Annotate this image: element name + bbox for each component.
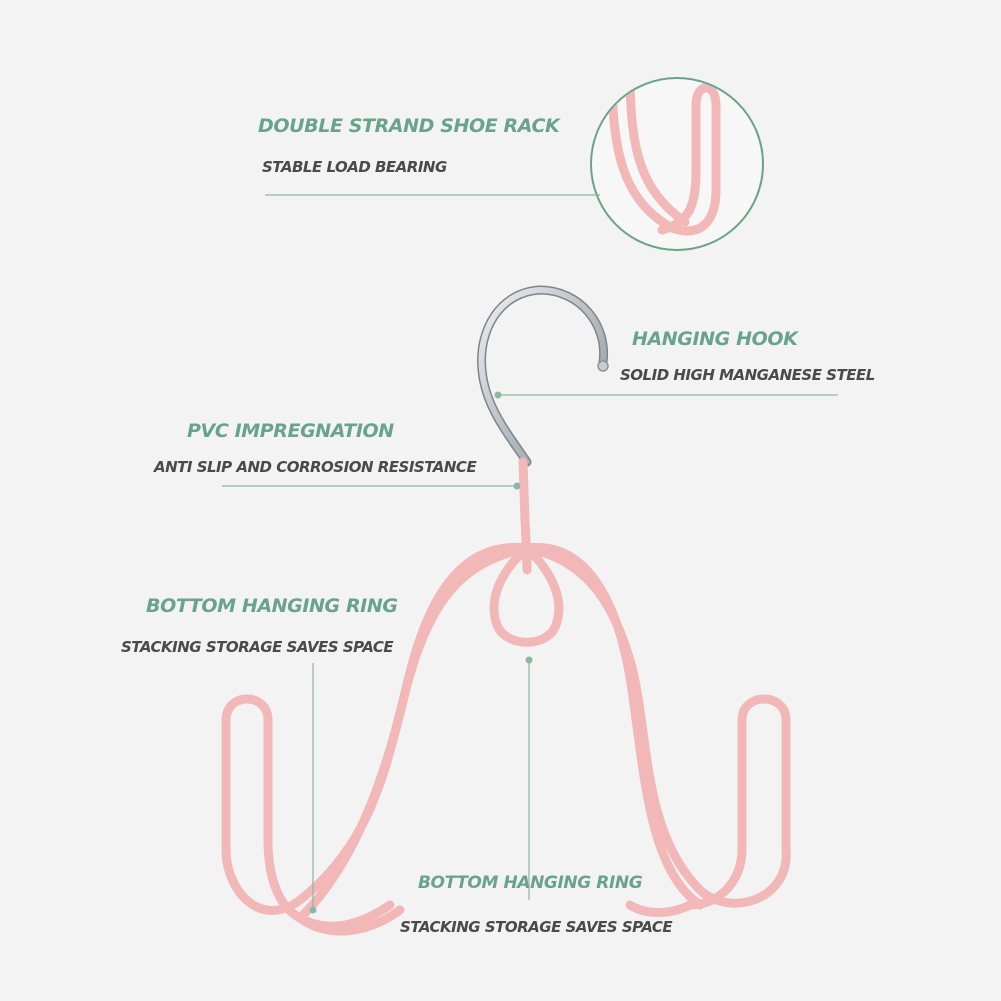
shoe-hanger-icon <box>221 457 791 936</box>
hanging-hook-title: HANGING HOOK <box>632 328 798 350</box>
double-strand-title: DOUBLE STRAND SHOE RACK <box>258 115 560 137</box>
hanging-hook-icon <box>477 285 609 467</box>
ring-left-title: BOTTOM HANGING RING <box>146 595 398 617</box>
callout-lines <box>222 194 838 914</box>
detail-magnifier-circle-icon <box>590 77 764 251</box>
double-strand-subtitle: STABLE LOAD BEARING <box>262 158 447 176</box>
ring-bottom-subtitle: STACKING STORAGE SAVES SPACE <box>400 918 673 936</box>
pvc-title: PVC IMPREGNATION <box>187 420 394 442</box>
hanging-hook-subtitle: SOLID HIGH MANGANESE STEEL <box>620 366 875 384</box>
pvc-subtitle: ANTI SLIP AND CORROSION RESISTANCE <box>154 458 477 476</box>
ring-left-subtitle: STACKING STORAGE SAVES SPACE <box>121 638 394 656</box>
ring-bottom-title: BOTTOM HANGING RING <box>418 873 643 893</box>
